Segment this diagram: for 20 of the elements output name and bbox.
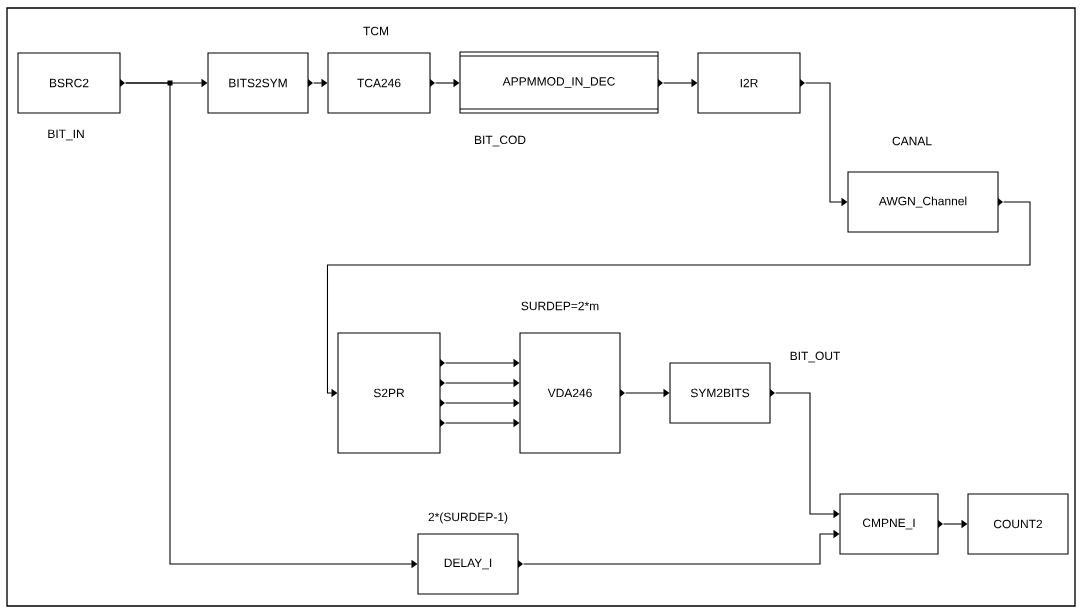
- block-box: AWGN_Channel: [847, 171, 1003, 233]
- block-label: 2*(SURDEP-1): [428, 512, 508, 524]
- block-box: DELAY_I: [417, 533, 523, 595]
- block-label: TCM: [363, 26, 388, 36]
- block-label: BIT_IN: [48, 129, 84, 141]
- block-box: COUNT2: [967, 493, 1069, 555]
- block-box: I2R: [697, 52, 805, 114]
- block-box: S2PR: [337, 332, 445, 454]
- block-box: BITS2SYM: [207, 52, 313, 114]
- block-label: BIT_OUT: [790, 351, 841, 363]
- block-box: APPMMOD_IN_DEC: [459, 51, 663, 114]
- block-box: CMPNE_I: [839, 493, 943, 555]
- block-label: SURDEP=2*m: [521, 301, 599, 311]
- block-label: CANAL: [892, 136, 932, 146]
- block-box: TCA246: [327, 52, 435, 114]
- block-box: VDA246: [519, 332, 625, 454]
- block-box: SYM2BITS: [669, 362, 775, 424]
- block-label: BIT_COD: [475, 135, 526, 147]
- block-box: BSRC2: [17, 52, 125, 114]
- arrow: [523, 529, 840, 565]
